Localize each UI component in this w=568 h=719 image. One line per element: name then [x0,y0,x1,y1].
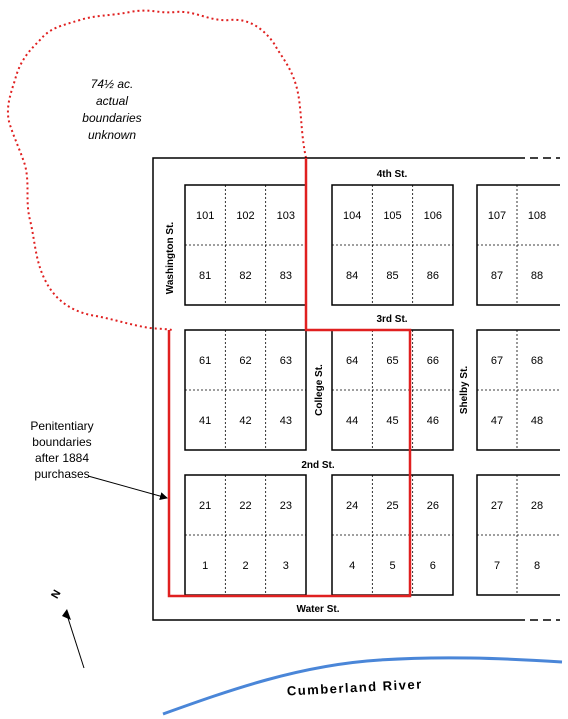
lot-number: 65 [386,355,398,367]
acreage-boundary-dotted [6,9,307,331]
cumberland-river [162,656,563,716]
lot-number: 2 [242,560,248,572]
street-washington: Washington St. [165,222,176,295]
city-block: 107 108 87 88 [476,184,560,306]
city-block: 24 25 26 4 5 6 [331,474,454,596]
north-label: N [49,588,63,601]
lot-number: 64 [346,355,358,367]
lot-number: 21 [199,500,211,512]
north-arrow [62,609,85,669]
city-block: 64 65 66 44 45 46 [331,329,454,451]
lot-number: 82 [239,270,251,282]
lot-number: 84 [346,270,358,282]
lot-number: 28 [531,500,543,512]
river-label: Cumberland River [286,676,423,698]
city-block: 104 105 106 84 85 86 [331,184,454,306]
lot-number: 108 [528,210,546,222]
penitentiary-note-line1: Penitentiary [30,419,93,433]
lot-number: 5 [389,560,395,572]
lot-number: 61 [199,355,211,367]
lot-number: 105 [383,210,401,222]
lot-number: 8 [534,560,540,572]
lot-number: 86 [427,270,439,282]
street-shelby: Shelby St. [459,366,470,415]
acreage-note-line2: actual [96,94,128,108]
street-college: College St. [314,364,325,416]
city-block: 101 102 103 81 82 83 [184,184,307,306]
acreage-note-line3: boundaries [82,111,141,125]
lot-number: 48 [531,415,543,427]
lot-number: 62 [239,355,251,367]
lot-number: 47 [491,415,503,427]
lot-number: 6 [430,560,436,572]
lot-number: 104 [343,210,361,222]
lot-number: 83 [280,270,292,282]
city-block: 61 62 63 41 42 43 [184,329,307,451]
lot-number: 81 [199,270,211,282]
city-block: 27 28 7 8 [476,474,560,596]
town-outer-boundary [152,157,517,621]
penitentiary-pointer-arrow [87,475,168,500]
street-4th: 4th St. [377,169,408,180]
lot-number: 87 [491,270,503,282]
lot-number: 103 [277,210,295,222]
lot-number: 46 [427,415,439,427]
lot-number: 107 [488,210,506,222]
penitentiary-note-line4: purchases [34,467,89,481]
lot-number: 3 [283,560,289,572]
acreage-note-line1: 74½ ac. [91,77,134,91]
lot-number: 44 [346,415,358,427]
penitentiary-note-line2: boundaries [32,435,91,449]
lot-number: 7 [494,560,500,572]
lot-number: 66 [427,355,439,367]
lot-number: 88 [531,270,543,282]
lot-number: 26 [427,500,439,512]
lot-number: 101 [196,210,214,222]
lot-number: 68 [531,355,543,367]
lot-number: 43 [280,415,292,427]
street-3rd: 3rd St. [376,314,407,325]
lot-number: 22 [239,500,251,512]
lot-number: 85 [386,270,398,282]
lot-number: 27 [491,500,503,512]
street-water: Water St. [297,604,340,615]
lot-number: 25 [386,500,398,512]
penitentiary-boundary [167,158,412,598]
lot-number: 24 [346,500,358,512]
lot-number: 23 [280,500,292,512]
city-block: 67 68 47 48 [476,329,560,451]
lot-number: 63 [280,355,292,367]
lot-number: 106 [424,210,442,222]
lot-number: 1 [202,560,208,572]
lot-number: 45 [386,415,398,427]
street-2nd: 2nd St. [301,460,335,471]
penitentiary-note-line3: after 1884 [35,451,89,465]
lot-number: 42 [239,415,251,427]
lot-number: 67 [491,355,503,367]
acreage-note-line4: unknown [88,128,136,142]
lot-number: 102 [236,210,254,222]
lot-number: 41 [199,415,211,427]
lot-number: 4 [349,560,355,572]
